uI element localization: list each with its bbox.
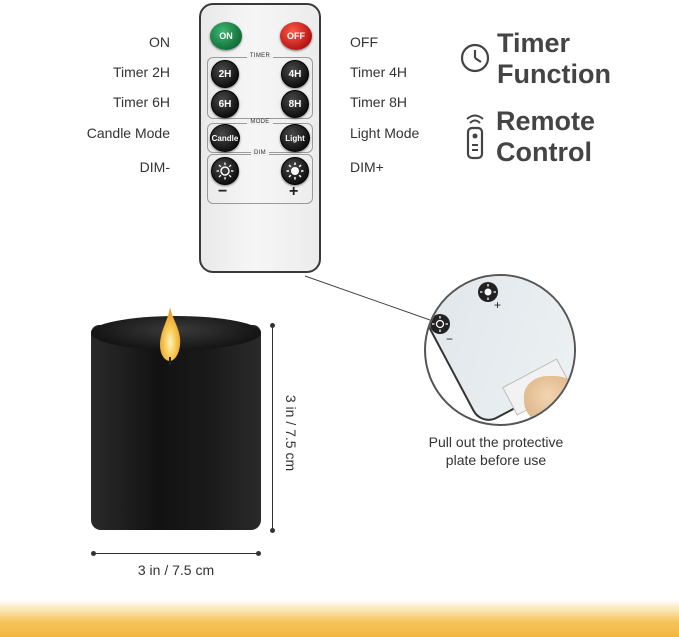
height-label: 3 in / 7.5 cm: [283, 394, 299, 472]
label-timer-2h: Timer 2H: [112, 64, 170, 80]
zoom-sun-bright-icon: [480, 284, 496, 300]
sun-icon: [216, 162, 234, 180]
mode-section-title: MODE: [247, 119, 273, 125]
sun-bright-icon: [286, 162, 304, 180]
width-dimension-line: [93, 553, 259, 554]
remote-control: ON OFF TIMER 2H 4H 6H 8H MODE Candle Lig…: [199, 3, 321, 273]
caption-line-1: Pull out the protective: [428, 434, 564, 450]
timer-6h-button[interactable]: 6H: [211, 90, 239, 118]
timer-section-title: TIMER: [246, 53, 274, 59]
timer-line-1: Timer: [497, 28, 571, 58]
flame-icon: [160, 307, 181, 365]
zoom-plus-symbol: +: [494, 298, 502, 312]
zoom-caption: Pull out the protective plate before use: [396, 433, 596, 469]
bottom-glow-band: [0, 600, 679, 637]
dim-section: DIM −: [207, 150, 313, 204]
zoom-dim-plus-button: [478, 282, 498, 302]
remote-control-title: Remote Control: [496, 106, 595, 168]
width-dimension-dot-left: [91, 551, 96, 556]
dim-minus-symbol: −: [218, 183, 228, 200]
timer-function-title: Timer Function: [497, 28, 611, 90]
label-timer-6h: Timer 6H: [112, 94, 170, 110]
timer-4h-button[interactable]: 4H: [281, 60, 309, 88]
timer-section: TIMER 2H 4H 6H 8H: [207, 53, 313, 119]
candle-mode-button[interactable]: Candle: [210, 124, 240, 152]
dim-minus-button[interactable]: [211, 157, 239, 185]
dim-plus-symbol: +: [289, 183, 299, 200]
timer-line-2: Function: [497, 59, 611, 89]
finger: [524, 376, 574, 424]
label-timer-8h: Timer 8H: [350, 94, 408, 110]
dim-section-title: DIM: [251, 150, 269, 156]
height-dimension-dot-bottom: [270, 528, 275, 533]
candle-body: [91, 325, 261, 530]
caption-line-2: plate before use: [445, 452, 547, 468]
height-dimension-dot-top: [270, 323, 275, 328]
remote-line-2: Control: [496, 137, 592, 167]
label-dim-minus: DIM-: [139, 159, 170, 175]
label-on: ON: [149, 34, 170, 50]
label-off: OFF: [350, 34, 378, 50]
timer-2h-button[interactable]: 2H: [211, 60, 239, 88]
on-button[interactable]: ON: [210, 22, 242, 50]
light-mode-button[interactable]: Light: [280, 124, 310, 152]
label-dim-plus: DIM+: [350, 159, 384, 175]
clock-icon: [460, 43, 490, 73]
zoom-dim-minus-button: [430, 314, 450, 334]
label-timer-4h: Timer 4H: [350, 64, 408, 80]
zoom-detail: DIM + −: [424, 274, 576, 426]
zoom-minus-symbol: −: [446, 332, 454, 346]
zoom-sun-icon: [432, 316, 448, 332]
height-dimension-line: [272, 325, 273, 531]
dim-plus-button[interactable]: [281, 157, 309, 185]
width-label: 3 in / 7.5 cm: [137, 562, 215, 578]
timer-8h-button[interactable]: 8H: [281, 90, 309, 118]
width-dimension-dot-right: [256, 551, 261, 556]
remote-line-1: Remote: [496, 106, 596, 136]
label-candle-mode: Candle Mode: [86, 125, 170, 141]
remote-icon: [466, 114, 484, 160]
off-button[interactable]: OFF: [280, 22, 312, 50]
label-light-mode: Light Mode: [350, 125, 420, 141]
